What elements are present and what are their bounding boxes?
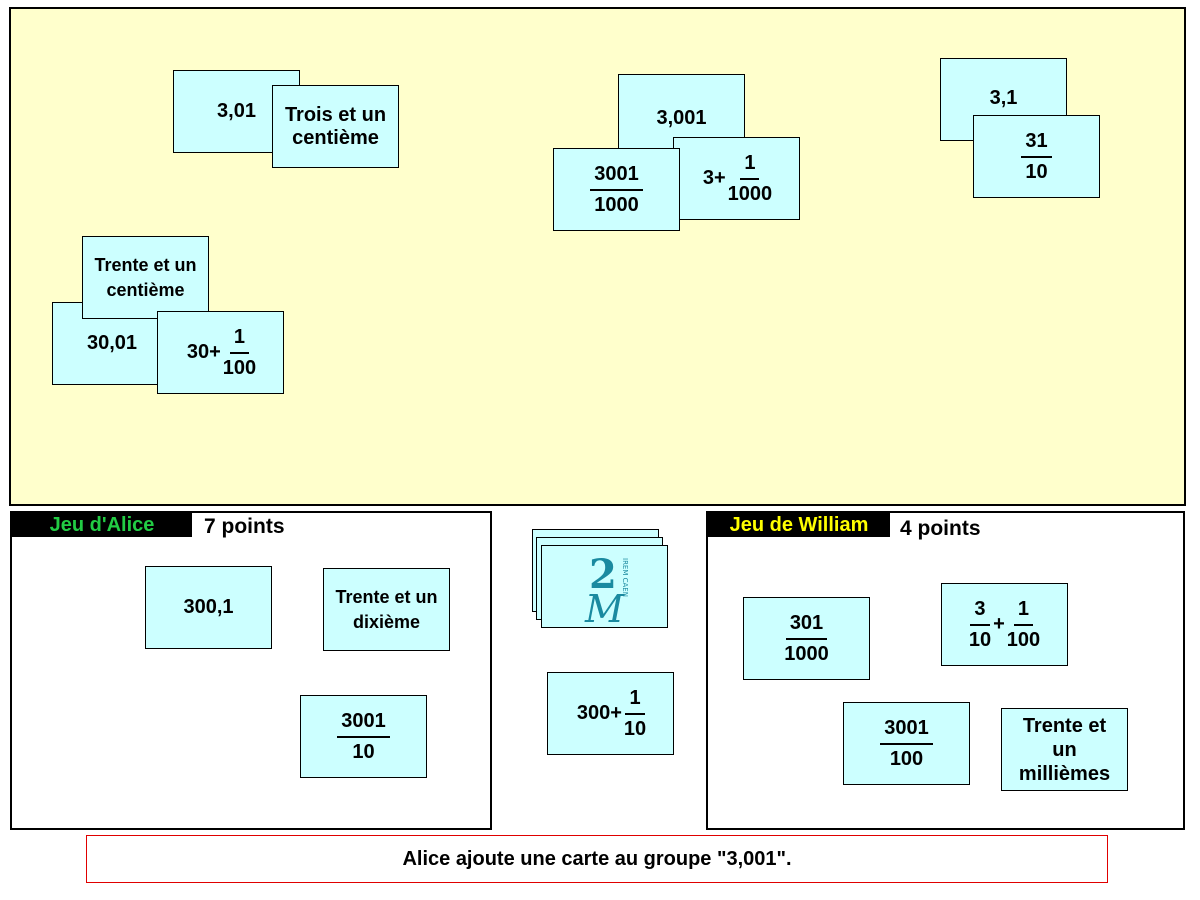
card-300-1[interactable]: 300,1	[145, 566, 272, 649]
numerator: 3	[970, 598, 990, 626]
denominator: 1000	[784, 642, 829, 665]
card-text: Trois et un centième	[284, 103, 387, 149]
plus-sign: +	[993, 613, 1005, 635]
card-text: 3,001	[656, 107, 707, 129]
svg-text:2: 2	[589, 551, 617, 598]
denominator: 1000	[594, 193, 639, 216]
card-whole: 300+	[576, 702, 622, 724]
svg-text:M: M	[584, 587, 625, 626]
numerator: 1	[625, 687, 645, 715]
card-whole: 30+	[186, 341, 221, 363]
svg-text:IREM CAEN: IREM CAEN	[621, 558, 629, 597]
numerator: 1	[1013, 598, 1034, 626]
numerator: 31	[1021, 130, 1052, 158]
card-trente-et-un-milliemes[interactable]: Trente et un millièmes	[1001, 708, 1128, 791]
status-message: Alice ajoute une carte au groupe "3,001"…	[86, 835, 1108, 883]
alice-title: Jeu d'Alice	[12, 513, 192, 537]
card-whole: 3+	[702, 167, 726, 189]
denominator: 100	[889, 747, 924, 770]
alice-points: 7 points	[204, 515, 285, 538]
irem-logo-icon: 2 M IREM CAEN	[584, 551, 629, 626]
william-title: Jeu de William	[708, 513, 890, 537]
deck-card-top[interactable]: 2 M IREM CAEN	[541, 545, 668, 628]
numerator: 3001	[880, 717, 933, 745]
denominator: 10	[1025, 160, 1048, 183]
denominator: 10	[968, 628, 992, 651]
numerator: 301	[785, 612, 828, 640]
card-text: 300,1	[183, 596, 234, 618]
denominator: 1000	[727, 182, 773, 205]
card-text: Trente et un millièmes	[1018, 714, 1111, 785]
denominator: 10	[352, 740, 375, 763]
card-trente-et-un-centieme[interactable]: Trente et un centième	[82, 236, 209, 319]
numerator: 3001	[337, 710, 390, 738]
card-text: Trente et un dixième	[335, 586, 438, 632]
alice-hand: Jeu d'Alice 7 points 300,1 Trente et un …	[10, 511, 492, 830]
card-text: 3,1	[989, 87, 1018, 109]
card-trois-et-un-centieme[interactable]: Trois et un centième	[272, 85, 399, 168]
card-text: 3,01	[217, 100, 256, 122]
denominator: 100	[1006, 628, 1041, 651]
card-trente-et-un-dixieme[interactable]: Trente et un dixième	[323, 568, 450, 651]
numerator: 1	[740, 152, 760, 180]
denominator: 10	[623, 717, 647, 740]
card-text: 30,01	[87, 332, 138, 354]
denominator: 100	[222, 356, 257, 379]
william-points: 4 points	[900, 517, 981, 540]
numerator: 1	[229, 326, 250, 354]
card-text: Trente et un centième	[94, 254, 197, 300]
numerator: 3001	[590, 163, 643, 191]
